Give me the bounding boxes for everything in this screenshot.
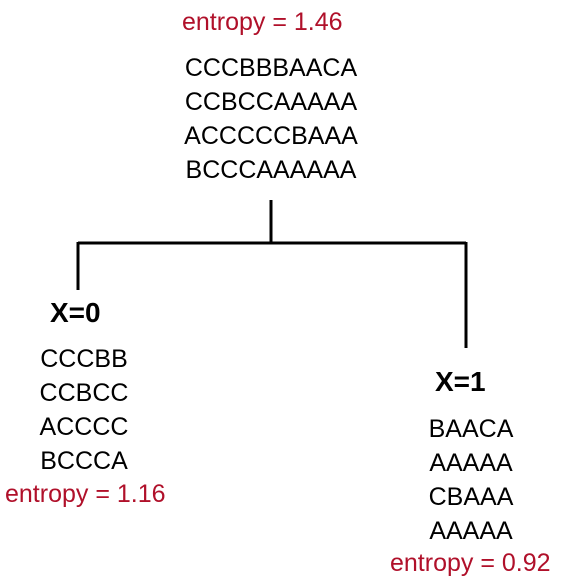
sequence-row: AAAAA (429, 517, 513, 545)
sequence-row: BCCCAAAAAA (185, 156, 357, 184)
left-branch-label: X=0 (50, 297, 101, 328)
left-entropy-label: entropy = 1.16 (5, 480, 166, 508)
sequence-row: BCCCA (40, 447, 128, 475)
root-sequences: CCCBBBAACA CCBCCAAAAA ACCCCCBAAA BCCCAAA… (171, 51, 371, 187)
sequence-row: ACCCC (39, 413, 129, 441)
sequence-row: CCBCCAAAAA (184, 88, 358, 116)
sequence-row: CCCBB (40, 345, 128, 373)
right-sequences: BAACA AAAAA CBAAA AAAAA (411, 412, 531, 548)
sequence-row: AAAAA (429, 449, 513, 477)
sequence-row: CBAAA (428, 483, 514, 511)
sequence-row: CCCBBBAACA (184, 54, 358, 82)
sequence-row: BAACA (428, 415, 514, 443)
root-entropy-label: entropy = 1.46 (182, 8, 343, 36)
right-branch-label: X=1 (435, 366, 486, 397)
sequence-row: ACCCCCBAAA (184, 122, 358, 150)
right-entropy-label: entropy = 0.92 (390, 549, 551, 577)
sequence-row: CCBCC (39, 379, 129, 407)
left-sequences: CCCBB CCBCC ACCCC BCCCA (24, 342, 144, 478)
